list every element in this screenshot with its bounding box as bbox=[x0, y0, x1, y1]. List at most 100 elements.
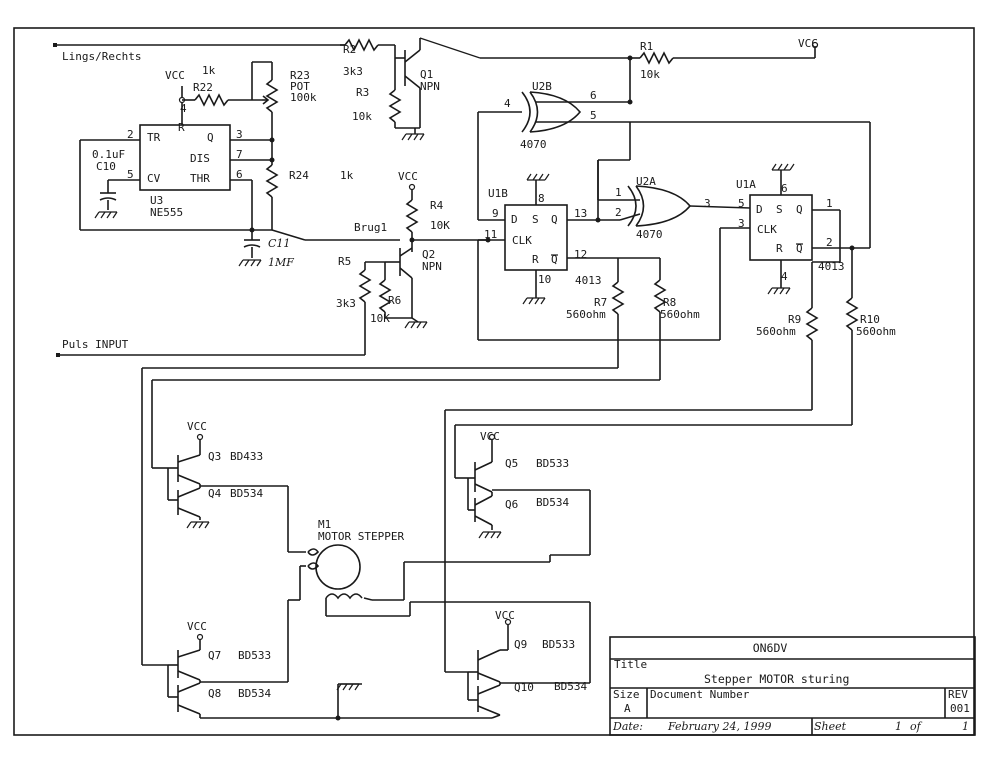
u3-pin-tr: TR bbox=[147, 131, 161, 144]
u1a-d: D bbox=[756, 203, 763, 216]
motor-name: MOTOR STEPPER bbox=[318, 530, 404, 543]
q2-type: NPN bbox=[422, 260, 442, 273]
docnum-label: Document Number bbox=[650, 688, 750, 701]
q4-ref: Q4 bbox=[208, 487, 222, 500]
u3-part: NE555 bbox=[150, 206, 183, 219]
u1b-r: R bbox=[532, 253, 539, 266]
r9-ref: R9 bbox=[788, 313, 801, 326]
r3-value: 10k bbox=[352, 110, 372, 123]
u3-pinnum-cv: 5 bbox=[127, 168, 134, 181]
rev-value: 001 bbox=[950, 702, 970, 715]
q7-ref: Q7 bbox=[208, 649, 221, 662]
u3-pin-q: Q bbox=[207, 131, 214, 144]
u1b-ref: U1B bbox=[488, 187, 508, 200]
u2a-pin-2: 2 bbox=[615, 206, 622, 219]
u1b-d: D bbox=[511, 213, 518, 226]
q3-part: BD433 bbox=[230, 450, 263, 463]
u3-pinnum-thr: 6 bbox=[236, 168, 243, 181]
u1b-pin-d: 9 bbox=[492, 207, 499, 220]
u2b-pin-5: 5 bbox=[590, 109, 597, 122]
r8-ref: R8 bbox=[663, 296, 676, 309]
r22-resistor bbox=[182, 93, 262, 107]
q1-type: NPN bbox=[420, 80, 440, 93]
r4-value: 10K bbox=[430, 219, 450, 232]
c11-value: 1MF bbox=[268, 256, 294, 269]
u3-pin-cv: CV bbox=[147, 172, 161, 185]
u1a-clk: CLK bbox=[757, 223, 777, 236]
drawing-title: Stepper MOTOR sturing bbox=[704, 672, 849, 686]
u3-pinnum-r: 4 bbox=[180, 102, 187, 115]
sheet-total: 1 bbox=[962, 720, 969, 733]
u1b-pin-qn: 12 bbox=[574, 248, 587, 261]
q9-ref: Q9 bbox=[514, 638, 527, 651]
u3-pin-r: R bbox=[178, 121, 185, 134]
q3-q4-driver bbox=[167, 433, 288, 529]
u2b-pin-4: 4 bbox=[504, 97, 511, 110]
q9-part: BD533 bbox=[542, 638, 575, 651]
vcc-q2-label: VCC bbox=[398, 170, 418, 183]
u3-ref: U3 bbox=[150, 194, 163, 207]
r4-ref: R4 bbox=[430, 199, 444, 212]
r3-ref: R3 bbox=[356, 86, 369, 99]
u1b-q: Q bbox=[551, 213, 558, 226]
q9-q10-driver bbox=[467, 602, 591, 719]
title-block bbox=[609, 636, 976, 736]
r23-type: POT bbox=[290, 80, 310, 93]
q5-ref: Q5 bbox=[505, 457, 518, 470]
q6-ref: Q6 bbox=[505, 498, 518, 511]
u1b-part: 4013 bbox=[575, 274, 602, 287]
u1b-clk: CLK bbox=[512, 234, 532, 247]
u1a-part: 4013 bbox=[818, 260, 845, 273]
direction-line bbox=[53, 43, 345, 47]
u3-pinnum-tr: 2 bbox=[127, 128, 134, 141]
vcc-q7-label: VCC bbox=[187, 620, 207, 633]
u2b-part: 4070 bbox=[520, 138, 547, 151]
u2a-xor-gate bbox=[627, 185, 692, 227]
r5-value: 3k3 bbox=[336, 297, 356, 310]
q4-part: BD534 bbox=[230, 487, 263, 500]
r5-ref: R5 bbox=[338, 255, 351, 268]
stepper-motor bbox=[287, 486, 590, 617]
q8-ref: Q8 bbox=[208, 687, 221, 700]
sheet-label: Sheet bbox=[814, 720, 847, 733]
u2a-pin-3: 3 bbox=[704, 197, 711, 210]
r1-ref: R1 bbox=[640, 40, 653, 53]
u1b-pin-q: 13 bbox=[574, 207, 587, 220]
r7-ref: R7 bbox=[594, 296, 607, 309]
u3-pinnum-dis: 7 bbox=[236, 148, 243, 161]
q5-q6-driver bbox=[467, 433, 591, 555]
r6-value: 10K bbox=[370, 312, 390, 325]
vcc-q5-label: VCC bbox=[480, 430, 500, 443]
u2b-ref: U2B bbox=[532, 80, 552, 93]
r24-resistor bbox=[265, 140, 279, 230]
q7-part: BD533 bbox=[238, 649, 271, 662]
vcc-q9-label: VCC bbox=[495, 609, 515, 622]
vcc-top-label: VCC bbox=[798, 37, 818, 50]
title-label: Title bbox=[614, 658, 647, 671]
vcc-555-label: VCC bbox=[165, 69, 185, 82]
u1a-r: R bbox=[776, 242, 783, 255]
u2a-pin-1: 1 bbox=[615, 186, 622, 199]
r24-ref: R24 bbox=[289, 169, 309, 182]
u1a-qn: Q bbox=[796, 242, 803, 255]
r8-resistor bbox=[618, 257, 667, 380]
direction-label: Lings/Rechts bbox=[62, 50, 141, 63]
r2-resistor bbox=[340, 38, 395, 52]
q2-transistor bbox=[385, 240, 413, 318]
r7-resistor bbox=[611, 258, 625, 322]
q2-ref: Q2 bbox=[422, 248, 435, 261]
r2-value: 3k3 bbox=[343, 65, 363, 78]
r23-pot bbox=[251, 61, 279, 140]
sheet-border bbox=[13, 27, 975, 736]
u2a-part: 4070 bbox=[636, 228, 663, 241]
r10-ref: R10 bbox=[860, 313, 880, 326]
date-label: Date: bbox=[612, 720, 643, 733]
of-label: of bbox=[910, 720, 923, 733]
vcc-q3-label: VCC bbox=[187, 420, 207, 433]
c10-ref: C10 bbox=[96, 160, 116, 173]
r22-ref: R22 bbox=[193, 81, 213, 94]
r1-resistor bbox=[630, 41, 819, 65]
q7-q8-driver bbox=[167, 600, 492, 719]
u3-pin-dis: DIS bbox=[190, 152, 210, 165]
